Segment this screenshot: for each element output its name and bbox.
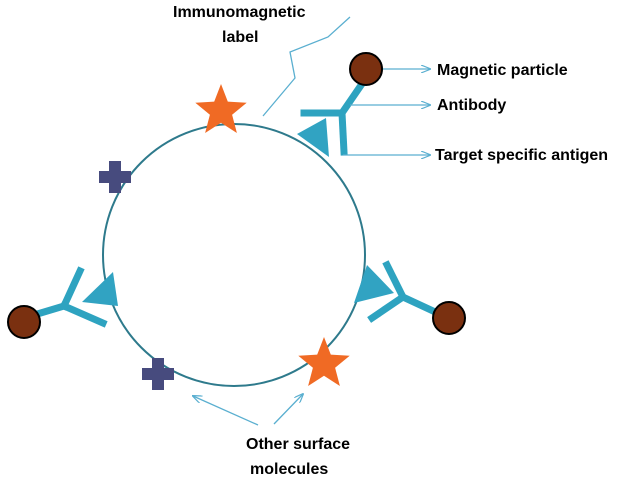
immunomagnetic-label-line2: label [222, 29, 258, 46]
antibody-icon [29, 266, 108, 328]
antigen-triangle-icon [297, 118, 329, 157]
cross-icon [142, 358, 174, 390]
antibody-label: Antibody [437, 97, 506, 114]
immunomagnetic-label-line1: Immunomagnetic [173, 4, 306, 21]
target-antigen-label: Target specific antigen [435, 147, 608, 164]
star-icon [298, 337, 350, 386]
antigen-triangle-icon [82, 272, 118, 306]
magnetic-particle-icon [432, 301, 466, 335]
magnetic-particle-label: Magnetic particle [437, 62, 568, 79]
magnetic-particle-icon [349, 52, 383, 86]
antigen-triangle-icon [354, 265, 394, 303]
magnetic-particle-icon [7, 305, 41, 339]
cross-icon [99, 161, 131, 193]
other-surface-arrow-right [273, 394, 303, 425]
other-surface-arrow-left [193, 396, 259, 426]
star-icon [195, 84, 247, 133]
immunomagnetic-bracket [262, 16, 351, 117]
other-surface-label-line2: molecules [250, 461, 328, 478]
antibody-icon [367, 260, 438, 323]
other-surface-label-line1: Other surface [246, 436, 350, 453]
